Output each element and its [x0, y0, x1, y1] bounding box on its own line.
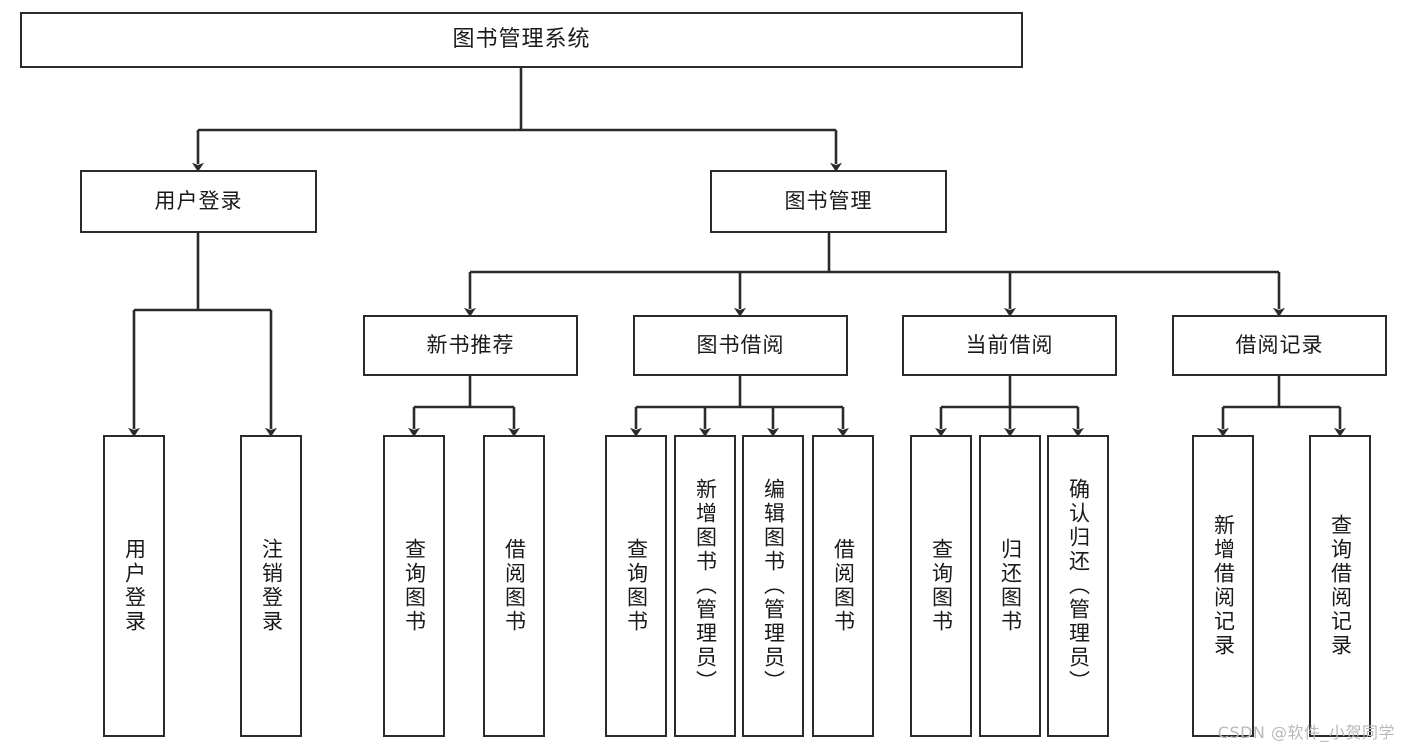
node-current-borrow[interactable]: 当前借阅	[902, 315, 1117, 376]
leaf-edit-book[interactable]: 编辑图书（管理员）	[742, 435, 804, 737]
node-label: 查询图书	[624, 538, 649, 634]
leaf-user-login[interactable]: 用户登录	[103, 435, 165, 737]
node-label: 查询借阅记录	[1328, 514, 1353, 658]
leaf-query-book-1[interactable]: 查询图书	[383, 435, 445, 737]
node-label: 编辑图书（管理员）	[761, 478, 786, 694]
leaf-add-book[interactable]: 新增图书（管理员）	[674, 435, 736, 737]
node-user-login[interactable]: 用户登录	[80, 170, 317, 233]
node-label: 确认归还（管理员）	[1066, 478, 1091, 694]
node-label: 借阅记录	[1235, 333, 1324, 358]
leaf-query-record[interactable]: 查询借阅记录	[1309, 435, 1371, 737]
node-label: 图书借阅	[696, 333, 785, 358]
node-label: 图书管理系统	[452, 27, 591, 53]
node-label: 借阅图书	[831, 538, 856, 634]
node-label: 新书推荐	[426, 333, 515, 358]
node-label: 用户登录	[154, 189, 243, 214]
node-label: 查询图书	[402, 538, 427, 634]
node-new-book-recommend[interactable]: 新书推荐	[363, 315, 578, 376]
leaf-add-record[interactable]: 新增借阅记录	[1192, 435, 1254, 737]
node-label: 新增借阅记录	[1211, 514, 1236, 658]
node-book-manage[interactable]: 图书管理	[710, 170, 947, 233]
node-borrow-record[interactable]: 借阅记录	[1172, 315, 1387, 376]
node-root-book-management-system[interactable]: 图书管理系统	[20, 12, 1023, 68]
leaf-return-book[interactable]: 归还图书	[979, 435, 1041, 737]
leaf-borrow-book-2[interactable]: 借阅图书	[812, 435, 874, 737]
leaf-logout-login[interactable]: 注销登录	[240, 435, 302, 737]
node-book-borrow[interactable]: 图书借阅	[633, 315, 848, 376]
leaf-confirm-return[interactable]: 确认归还（管理员）	[1047, 435, 1109, 737]
node-label: 借阅图书	[502, 538, 527, 634]
node-label: 用户登录	[122, 538, 147, 634]
node-label: 归还图书	[998, 538, 1023, 634]
node-label: 新增图书（管理员）	[693, 478, 718, 694]
node-label: 当前借阅	[965, 333, 1054, 358]
csdn-watermark: CSDN @软件_小贺同学	[1217, 723, 1395, 742]
leaf-query-book-2[interactable]: 查询图书	[605, 435, 667, 737]
node-label: 查询图书	[929, 538, 954, 634]
node-label: 图书管理	[784, 189, 873, 214]
leaf-borrow-book-1[interactable]: 借阅图书	[483, 435, 545, 737]
node-label: 注销登录	[259, 538, 284, 634]
leaf-query-book-3[interactable]: 查询图书	[910, 435, 972, 737]
